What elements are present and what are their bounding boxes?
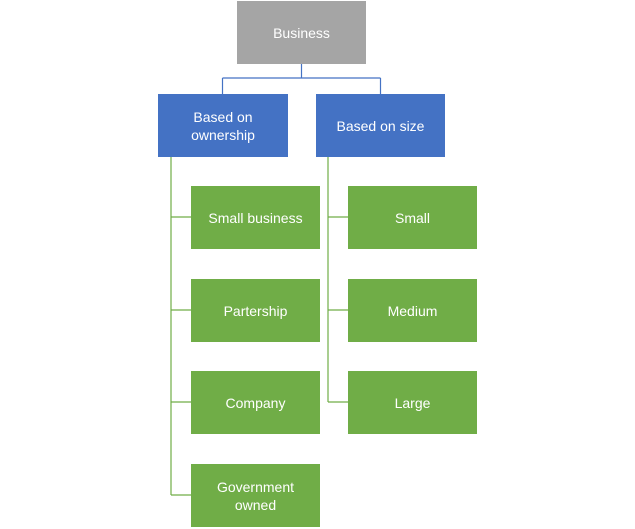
category-label-ownership: Based on ownership (191, 108, 255, 143)
leaf-node-medium: Medium (348, 279, 477, 342)
leaf-label: Government owned (216, 478, 295, 513)
leaf-label: Company (225, 394, 286, 411)
leaf-label: Small business (208, 209, 303, 226)
category-node-size: Based on size (316, 94, 445, 157)
leaf-node-government-owned: Government owned (191, 464, 320, 527)
ownership-connectors (170, 157, 191, 496)
root-connectors (221, 64, 382, 94)
leaf-label: Partership (223, 302, 288, 319)
leaf-node-partership: Partership (191, 279, 320, 342)
root-node-business: Business (237, 1, 366, 64)
category-label-size: Based on size (336, 117, 425, 134)
size-connectors (327, 157, 348, 403)
leaf-label: Medium (387, 302, 438, 319)
leaf-label: Large (394, 394, 431, 411)
leaf-label: Small (394, 209, 430, 226)
leaf-node-small-business: Small business (191, 186, 320, 249)
root-label: Business (273, 24, 330, 41)
leaf-node-small: Small (348, 186, 477, 249)
category-node-ownership: Based on ownership (158, 94, 288, 157)
leaf-node-company: Company (191, 371, 320, 434)
leaf-node-large: Large (348, 371, 477, 434)
